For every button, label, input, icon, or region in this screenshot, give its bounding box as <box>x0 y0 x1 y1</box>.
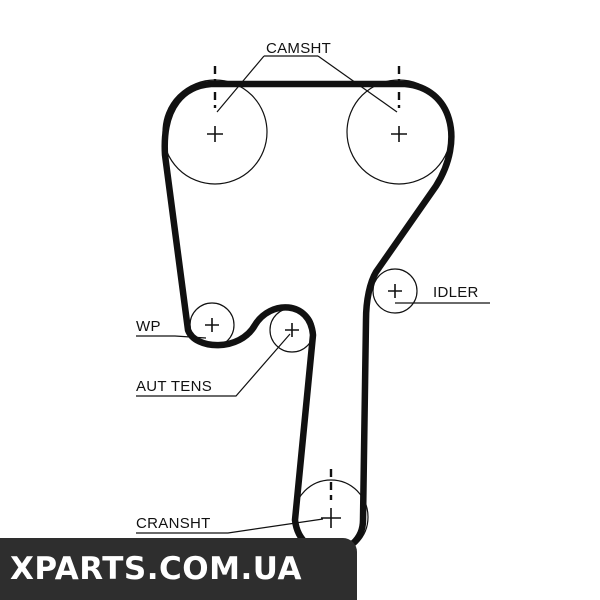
water-pump-leader <box>136 335 207 339</box>
idler-label: IDLER <box>433 284 479 301</box>
camshaft-leader-left <box>216 55 265 113</box>
timing-belt <box>161 80 455 556</box>
auto-tensioner-leader <box>136 333 291 397</box>
camshaft-leader-right <box>317 55 398 113</box>
idler-pulley <box>372 268 418 314</box>
water-pump-label: WP <box>136 318 161 335</box>
crankshaft-leader <box>136 518 324 534</box>
pulley-center-marks <box>205 126 407 528</box>
watermark-text: XPARTS.COM.UA <box>10 551 302 587</box>
auto-tensioner-label: AUT TENS <box>136 378 212 395</box>
crankshaft-label: CRANSHT <box>136 515 211 532</box>
camshaft-label: CAMSHT <box>266 40 331 57</box>
leader-lines <box>136 55 490 534</box>
watermark-banner: XPARTS.COM.UA <box>0 538 357 600</box>
